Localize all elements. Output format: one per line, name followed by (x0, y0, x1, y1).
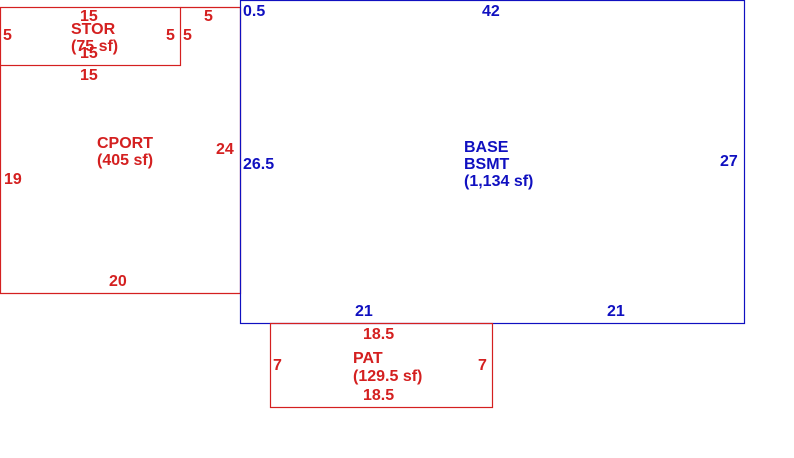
cport-right-top2-dim: 5 (183, 27, 192, 44)
cport-area: (405 sf) (97, 152, 154, 169)
base-top-dim: 42 (482, 3, 500, 20)
cport-bottom-dim: 20 (109, 273, 127, 290)
pat-bottom-dim: 18.5 (363, 387, 395, 404)
base-area: (1,134 sf) (464, 173, 534, 190)
base-name: BASE (464, 139, 509, 156)
base-name2: BSMT (464, 156, 510, 173)
pat-outline (269, 322, 494, 409)
pat-right-dim: 7 (478, 357, 487, 374)
stor-top-dim: 15 (80, 8, 98, 25)
stor-left-dim: 5 (3, 27, 12, 44)
pat-name: PAT (353, 350, 383, 367)
pat-area: (129.5 sf) (353, 368, 423, 385)
base-left-dim: 26.5 (243, 156, 275, 173)
stor-name: STOR (71, 21, 116, 38)
cport-right-top-dim: 5 (204, 8, 213, 25)
stor-bottom-dim: 15 (80, 67, 98, 84)
base-bottom-right-dim: 21 (607, 303, 625, 320)
stor-bottom-inner-dim: 15 (80, 45, 98, 62)
base-bottom-left-dim: 21 (355, 303, 373, 320)
base-top-left-dim: 0.5 (243, 3, 266, 20)
base-right-dim: 27 (720, 153, 738, 170)
pat-top-dim: 18.5 (363, 326, 395, 343)
cport-left-dim: 19 (4, 171, 22, 188)
stor-outline (0, 6, 182, 67)
cport-right-dim: 24 (216, 141, 234, 158)
stor-right-dim: 5 (166, 27, 175, 44)
cport-name: CPORT (97, 135, 153, 152)
pat-left-dim: 7 (273, 357, 282, 374)
stor-area: (75 sf) (71, 38, 119, 55)
